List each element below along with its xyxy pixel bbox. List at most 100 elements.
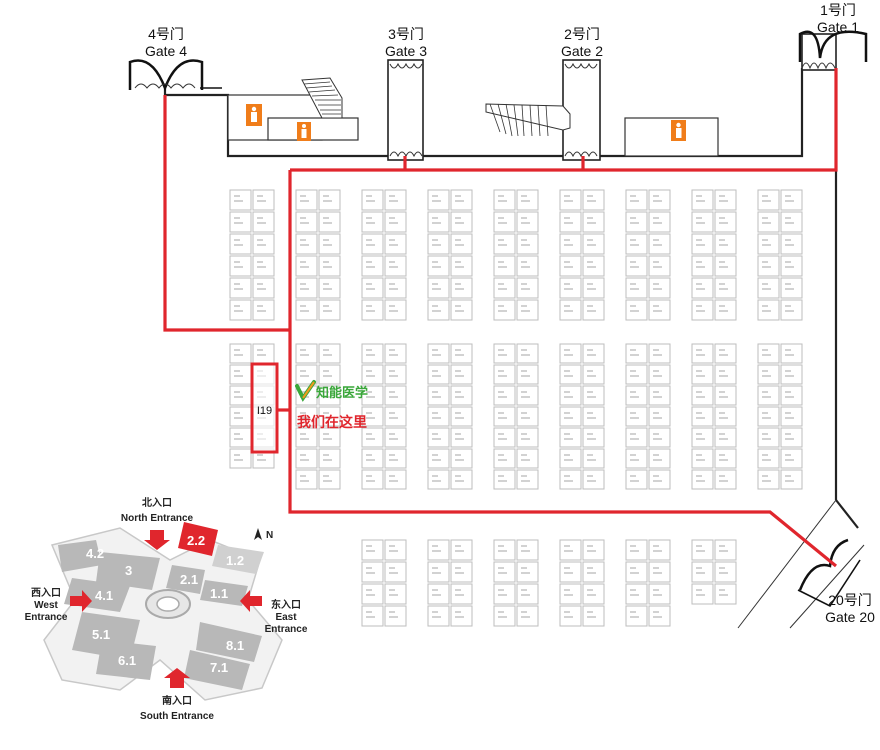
booth-cell[interactable] (361, 364, 384, 385)
booth-cell[interactable] (648, 364, 671, 385)
booth-cell[interactable] (516, 406, 539, 427)
booth-cell[interactable] (318, 406, 341, 427)
booth-cell[interactable] (450, 343, 473, 364)
booth-cell[interactable] (691, 343, 714, 364)
booth-cell[interactable] (780, 385, 803, 406)
booth-cell[interactable] (648, 427, 671, 448)
booth-cell[interactable] (582, 427, 605, 448)
booth-cell[interactable] (691, 364, 714, 385)
booth-cell[interactable] (361, 385, 384, 406)
booth-cell[interactable] (427, 343, 450, 364)
booth-cell[interactable] (582, 406, 605, 427)
booth-cell[interactable] (361, 406, 384, 427)
booth-cell[interactable] (361, 427, 384, 448)
booth-cell[interactable] (493, 364, 516, 385)
booth-cell[interactable] (757, 343, 780, 364)
booth-cell[interactable] (757, 469, 780, 490)
booth-cell[interactable] (780, 448, 803, 469)
booth-cell[interactable] (714, 343, 737, 364)
booth-cell[interactable] (450, 469, 473, 490)
booth-cell[interactable] (648, 469, 671, 490)
booth-cell[interactable] (648, 406, 671, 427)
booth-cell[interactable] (493, 427, 516, 448)
booth-cell[interactable] (516, 469, 539, 490)
booth-cell[interactable] (295, 364, 318, 385)
booth-cell[interactable] (516, 343, 539, 364)
booth-cell[interactable] (625, 364, 648, 385)
booth-cell[interactable] (582, 448, 605, 469)
booth-cell[interactable] (318, 448, 341, 469)
booth-cell[interactable] (450, 364, 473, 385)
booth-cell[interactable] (295, 427, 318, 448)
booth-cell[interactable] (648, 448, 671, 469)
booth-cell[interactable] (427, 448, 450, 469)
booth-cell[interactable] (229, 427, 252, 448)
booth-cell[interactable] (450, 448, 473, 469)
booth-cell[interactable] (714, 448, 737, 469)
booth-cell[interactable] (427, 364, 450, 385)
booth-cell[interactable] (295, 406, 318, 427)
booth-cell[interactable] (582, 385, 605, 406)
booth-cell[interactable] (559, 343, 582, 364)
brand-marker[interactable]: 知能医学 我们在这里 (295, 380, 368, 430)
booth-cell[interactable] (559, 385, 582, 406)
booth-cell[interactable] (714, 406, 737, 427)
booth-cell[interactable] (493, 406, 516, 427)
booth-cell[interactable] (714, 364, 737, 385)
booth-cell[interactable] (691, 406, 714, 427)
booth-cell[interactable] (384, 364, 407, 385)
booth-cell[interactable] (691, 448, 714, 469)
booth-cell[interactable] (229, 385, 252, 406)
booth-cell[interactable] (780, 343, 803, 364)
booth-cell[interactable] (252, 343, 275, 364)
booth-cell[interactable] (648, 385, 671, 406)
booth-cell[interactable] (559, 406, 582, 427)
booth-cell[interactable] (318, 427, 341, 448)
booth-cell[interactable] (450, 406, 473, 427)
booth-cell[interactable] (427, 427, 450, 448)
booth-cell[interactable] (295, 469, 318, 490)
booth-cell[interactable] (780, 427, 803, 448)
booth-cell[interactable] (625, 343, 648, 364)
booth-cell[interactable] (229, 448, 252, 469)
booth-cell[interactable] (625, 427, 648, 448)
booth-cell[interactable] (757, 406, 780, 427)
booth-cell[interactable] (318, 385, 341, 406)
booth-cell[interactable] (384, 469, 407, 490)
booth-cell[interactable] (384, 385, 407, 406)
booth-cell[interactable] (427, 406, 450, 427)
booth-cell[interactable] (384, 343, 407, 364)
booth-cell[interactable] (780, 406, 803, 427)
booth-cell[interactable] (318, 343, 341, 364)
booth-cell[interactable] (625, 469, 648, 490)
booth-cell[interactable] (714, 427, 737, 448)
booth-cell[interactable] (361, 469, 384, 490)
booth-cell[interactable] (493, 385, 516, 406)
booth-cell[interactable] (691, 427, 714, 448)
booth-cell[interactable] (780, 469, 803, 490)
booth-cell[interactable] (450, 385, 473, 406)
booth-cell[interactable] (229, 406, 252, 427)
booth-cell[interactable] (559, 469, 582, 490)
booth-cell[interactable] (384, 448, 407, 469)
booth-cell[interactable] (780, 364, 803, 385)
booth-cell[interactable] (427, 469, 450, 490)
booth-cell[interactable] (450, 427, 473, 448)
booth-cell[interactable] (691, 385, 714, 406)
booth-cell[interactable] (559, 448, 582, 469)
booth-cell[interactable] (361, 448, 384, 469)
booth-cell[interactable] (582, 469, 605, 490)
booth-cell[interactable] (625, 448, 648, 469)
booth-cell[interactable] (516, 427, 539, 448)
booth-cell[interactable] (757, 385, 780, 406)
booth-cell[interactable] (384, 406, 407, 427)
booth-cell[interactable] (493, 343, 516, 364)
booth-cell[interactable] (318, 469, 341, 490)
booth-cell[interactable] (559, 427, 582, 448)
booth-cell[interactable] (516, 364, 539, 385)
booth-cell[interactable] (559, 364, 582, 385)
booth-cell[interactable] (582, 364, 605, 385)
booth-cell[interactable] (295, 448, 318, 469)
booth-cell[interactable] (648, 343, 671, 364)
booth-cell[interactable] (493, 469, 516, 490)
